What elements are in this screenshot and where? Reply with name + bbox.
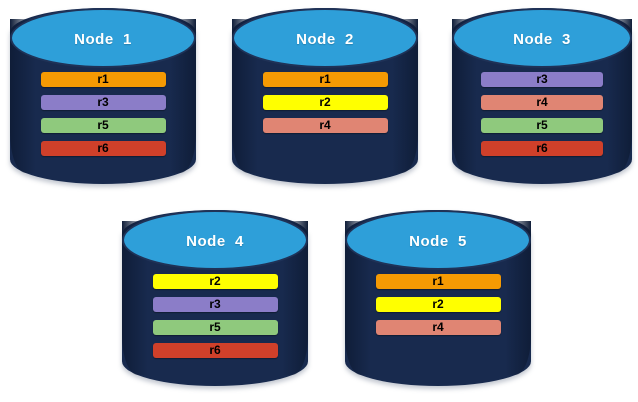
node-title: Node 3 <box>513 30 571 48</box>
replica-label: r5 <box>97 117 109 132</box>
replica-bar-r1[interactable]: r1 <box>375 273 501 289</box>
replica-bar-r1[interactable]: r1 <box>262 71 388 87</box>
node-title: Node 4 <box>186 232 244 250</box>
database-node-1[interactable]: Node 1 r1 r3 r5 r6 <box>10 8 196 184</box>
replica-stack: r1 r2 r4 <box>345 274 531 335</box>
node-title: Node 2 <box>296 30 354 48</box>
replica-stack: r1 r2 r4 <box>232 72 418 133</box>
replica-bar-r6[interactable]: r6 <box>152 342 278 358</box>
replica-bar-r4[interactable]: r4 <box>375 319 501 335</box>
database-node-3[interactable]: Node 3 r3 r4 r5 r6 <box>452 8 632 184</box>
replica-label: r1 <box>432 273 444 288</box>
replica-label: r6 <box>97 140 109 155</box>
replica-label: r6 <box>536 140 548 155</box>
replica-label: r6 <box>209 342 221 357</box>
node-cylinder-top: Node 2 <box>232 8 418 68</box>
database-node-4[interactable]: Node 4 r2 r3 r5 r6 <box>122 210 308 386</box>
replica-label: r2 <box>432 296 444 311</box>
replica-bar-r2[interactable]: r2 <box>375 296 501 312</box>
replica-bar-r5[interactable]: r5 <box>152 319 278 335</box>
replica-label: r4 <box>319 117 331 132</box>
replica-bar-r5[interactable]: r5 <box>481 118 603 133</box>
replica-bar-r6[interactable]: r6 <box>481 141 603 156</box>
database-node-2[interactable]: Node 2 r1 r2 r4 <box>232 8 418 184</box>
replica-label: r5 <box>536 117 548 132</box>
replica-label: r5 <box>209 319 221 334</box>
node-cylinder-top: Node 5 <box>345 210 531 270</box>
replica-stack: r1 r3 r5 r6 <box>10 72 196 156</box>
replica-bar-r5[interactable]: r5 <box>40 117 166 133</box>
replica-bar-r6[interactable]: r6 <box>40 140 166 156</box>
node-cylinder-top: Node 1 <box>10 8 196 68</box>
replica-bar-r1[interactable]: r1 <box>40 71 166 87</box>
replica-stack: r3 r4 r5 r6 <box>452 72 632 156</box>
replica-label: r3 <box>97 94 109 109</box>
replica-bar-r3[interactable]: r3 <box>40 94 166 110</box>
database-node-5[interactable]: Node 5 r1 r2 r4 <box>345 210 531 386</box>
replica-label: r2 <box>319 94 331 109</box>
replica-label: r1 <box>319 71 331 86</box>
replica-label: r1 <box>97 71 109 86</box>
replica-label: r4 <box>536 94 548 109</box>
replica-bar-r4[interactable]: r4 <box>481 95 603 110</box>
node-cylinder-top: Node 3 <box>452 8 632 68</box>
replica-label: r2 <box>209 273 221 288</box>
node-title: Node 5 <box>409 232 467 250</box>
replica-label: r4 <box>432 319 444 334</box>
replica-bar-r3[interactable]: r3 <box>152 296 278 312</box>
node-title: Node 1 <box>74 30 132 48</box>
replica-bar-r3[interactable]: r3 <box>481 72 603 87</box>
replica-label: r3 <box>209 296 221 311</box>
replica-bar-r2[interactable]: r2 <box>152 273 278 289</box>
replica-label: r3 <box>536 71 548 86</box>
replica-bar-r4[interactable]: r4 <box>262 117 388 133</box>
replica-stack: r2 r3 r5 r6 <box>122 274 308 358</box>
replica-bar-r2[interactable]: r2 <box>262 94 388 110</box>
node-cylinder-top: Node 4 <box>122 210 308 270</box>
